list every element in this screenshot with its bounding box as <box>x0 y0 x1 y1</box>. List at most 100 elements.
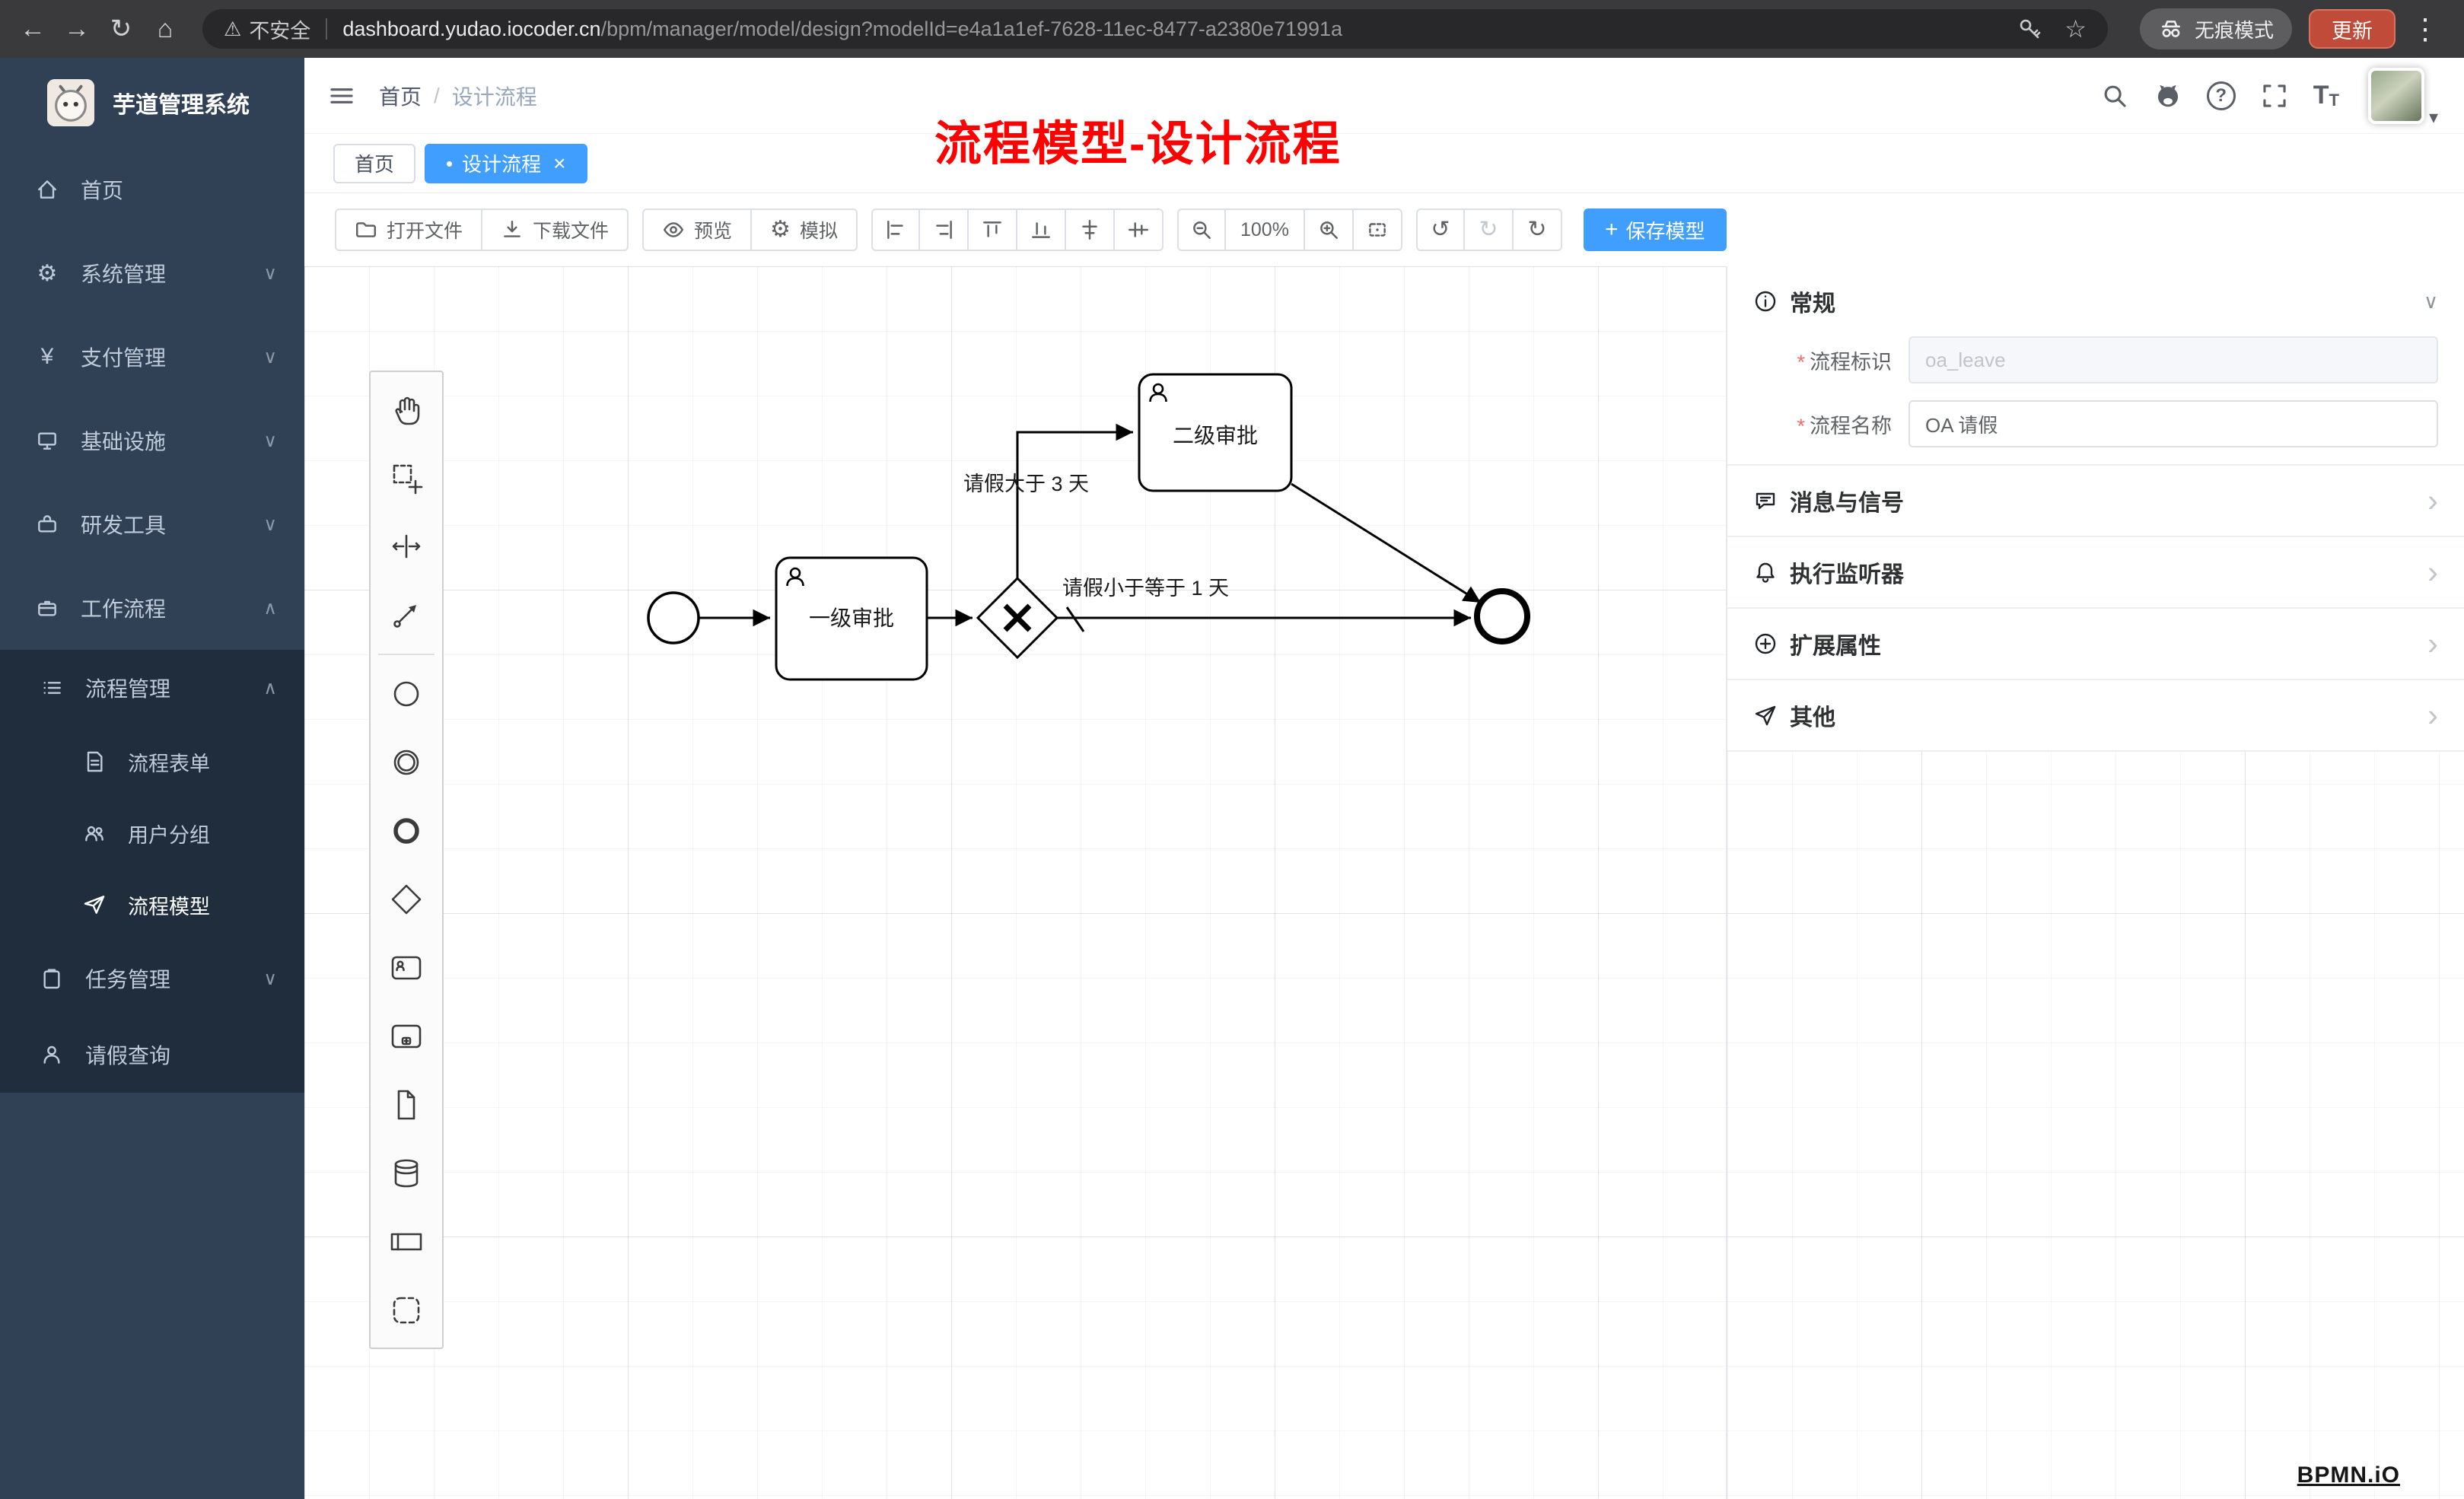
palette-start-event[interactable] <box>371 660 442 728</box>
section-messages-signals[interactable]: 消息与信号 › <box>1727 464 2464 536</box>
process-name-input[interactable] <box>1908 400 2438 447</box>
forward-icon[interactable]: → <box>64 14 90 43</box>
search-icon[interactable] <box>2100 81 2129 110</box>
end-event-node[interactable] <box>1474 588 1530 644</box>
chevron-right-icon: › <box>2427 697 2438 733</box>
avatar[interactable] <box>2367 67 2424 124</box>
help-icon[interactable]: ? <box>2206 81 2236 110</box>
edge-label-gt3[interactable]: 请假大于 3 天 <box>963 473 1089 495</box>
palette-intermediate-event[interactable] <box>371 728 442 797</box>
restart-button[interactable]: ↻ <box>1513 208 1562 251</box>
align-vertical-center-button[interactable] <box>1114 208 1164 251</box>
section-general[interactable]: 常规 ∨ <box>1727 266 2464 336</box>
bpmn-canvas[interactable]: 请假大于 3 天 请假小于等于 1 天 一级审批 <box>304 266 2464 1499</box>
sidebar-item-infrastructure[interactable]: 基础设施 ∨ <box>0 399 304 482</box>
field-process-name: *流程名称 <box>1727 400 2438 447</box>
refresh-icon: ↻ <box>1527 217 1547 242</box>
chrome-menu-icon[interactable]: ⋮ <box>2411 13 2440 46</box>
chat-icon <box>1756 492 1775 510</box>
exclusive-gateway-node[interactable] <box>976 576 1059 660</box>
sidebar-item-payment[interactable]: ¥ 支付管理 ∨ <box>0 315 304 399</box>
update-button[interactable]: 更新 <box>2309 9 2396 49</box>
palette-space-tool[interactable] <box>371 512 442 581</box>
sidebar-item-label: 研发工具 <box>81 514 167 537</box>
tab-design-process[interactable]: • 设计流程 × <box>425 143 587 183</box>
palette-lasso-tool[interactable] <box>371 444 442 512</box>
zoom-in-icon <box>1320 221 1338 239</box>
fullscreen-icon[interactable] <box>2260 81 2289 110</box>
back-icon[interactable]: ← <box>20 14 46 43</box>
sidebar-item-leave-query[interactable]: 请假查询 <box>0 1017 304 1093</box>
redo-button[interactable]: ↻ <box>1464 208 1514 251</box>
sidebar-item-home[interactable]: 首页 <box>0 148 304 231</box>
tab-close-icon[interactable]: × <box>553 151 566 175</box>
home-icon <box>32 177 62 202</box>
zoom-in-button[interactable] <box>1304 208 1354 251</box>
section-other[interactable]: 其他 › <box>1727 679 2464 750</box>
document-icon <box>79 750 110 774</box>
sidebar-item-devtools[interactable]: 研发工具 ∨ <box>0 482 304 566</box>
align-horizontal-center-button[interactable] <box>1065 208 1115 251</box>
align-left-button[interactable] <box>871 208 920 251</box>
align-right-button[interactable] <box>919 208 969 251</box>
palette-user-task[interactable] <box>371 934 442 1002</box>
github-icon[interactable] <box>2154 81 2182 110</box>
palette-hand-tool[interactable] <box>371 375 442 444</box>
reload-icon[interactable]: ↻ <box>110 14 132 43</box>
not-secure-label[interactable]: 不安全 <box>249 19 311 43</box>
key-icon[interactable] <box>2017 17 2042 41</box>
sidebar-item-workflow[interactable]: 工作流程 ∧ <box>0 566 304 650</box>
task2-node[interactable]: 二级审批 <box>1138 373 1293 492</box>
palette-group[interactable] <box>371 1276 442 1345</box>
sidebar-item-system[interactable]: ⚙ 系统管理 ∨ <box>0 231 304 315</box>
palette-data-object[interactable] <box>371 1071 442 1139</box>
sidebar-item-process-model[interactable]: 流程模型 <box>0 869 304 940</box>
sidebar-item-process-form[interactable]: 流程表单 <box>0 726 304 797</box>
preview-button[interactable]: 预览 <box>642 208 753 251</box>
url-host[interactable]: dashboard.yudao.iocoder.cn <box>342 17 601 40</box>
bookmark-star-icon[interactable]: ☆ <box>2064 15 2087 43</box>
edge-gateway-to-task2[interactable] <box>1016 423 1133 578</box>
tab-home[interactable]: 首页 <box>333 143 416 183</box>
user-avatar-wrap[interactable]: ▾ <box>2367 67 2438 128</box>
palette-participant[interactable] <box>371 1208 442 1276</box>
align-bottom-button[interactable] <box>1017 208 1066 251</box>
edge-label-le1[interactable]: 请假小于等于 1 天 <box>1062 577 1229 600</box>
palette-subprocess[interactable] <box>371 1002 442 1071</box>
data-store-icon <box>394 1159 419 1188</box>
chrome-home-icon[interactable]: ⌂ <box>157 14 173 43</box>
url-path[interactable]: /bpm/manager/model/design?modelId=e4a1a1… <box>600 17 1343 40</box>
address-bar[interactable]: ⚠ 不安全 dashboard.yudao.iocoder.cn/bpm/man… <box>202 9 2108 49</box>
menu-fold-icon[interactable] <box>327 81 356 110</box>
palette-data-store[interactable] <box>371 1139 442 1208</box>
palette-end-event[interactable] <box>371 797 442 865</box>
sidebar-item-label: 工作流程 <box>81 597 167 621</box>
sidebar-item-task-mgmt[interactable]: 任务管理 ∨ <box>0 940 304 1017</box>
section-extended-attributes[interactable]: 扩展属性 › <box>1727 607 2464 679</box>
bpmn-io-logo[interactable]: BPMN.iO <box>2297 1462 2400 1488</box>
align-top-button[interactable] <box>968 208 1017 251</box>
palette-gateway[interactable] <box>371 865 442 934</box>
intermediate-event-icon <box>393 750 419 775</box>
folder-icon <box>355 222 377 237</box>
palette-global-connect-tool[interactable] <box>371 581 442 649</box>
gear-icon: ⚙ <box>770 217 791 242</box>
align-bottom-icon <box>1032 222 1050 238</box>
sidebar-item-user-group[interactable]: 用户分组 <box>0 797 304 869</box>
open-file-button[interactable]: 打开文件 <box>335 208 483 251</box>
sidebar-item-process-mgmt[interactable]: 流程管理 ∧ <box>0 650 304 726</box>
section-execution-listeners[interactable]: 执行监听器 › <box>1727 536 2464 607</box>
breadcrumb-home[interactable]: 首页 <box>379 84 422 109</box>
download-file-button[interactable]: 下载文件 <box>482 208 629 251</box>
chevron-down-icon[interactable]: ∨ <box>2423 289 2438 313</box>
start-event-node[interactable] <box>647 591 700 644</box>
simulate-button[interactable]: ⚙ 模拟 <box>752 208 858 251</box>
process-key-input[interactable] <box>1908 336 2438 384</box>
zoom-reset-button[interactable] <box>1353 208 1402 251</box>
save-model-button[interactable]: + 保存模型 <box>1583 208 1727 251</box>
task1-node[interactable]: 一级审批 <box>775 556 928 681</box>
undo-button[interactable]: ↺ <box>1415 208 1465 251</box>
edge-task2-to-end[interactable] <box>1291 482 1482 604</box>
zoom-out-button[interactable] <box>1176 208 1226 251</box>
